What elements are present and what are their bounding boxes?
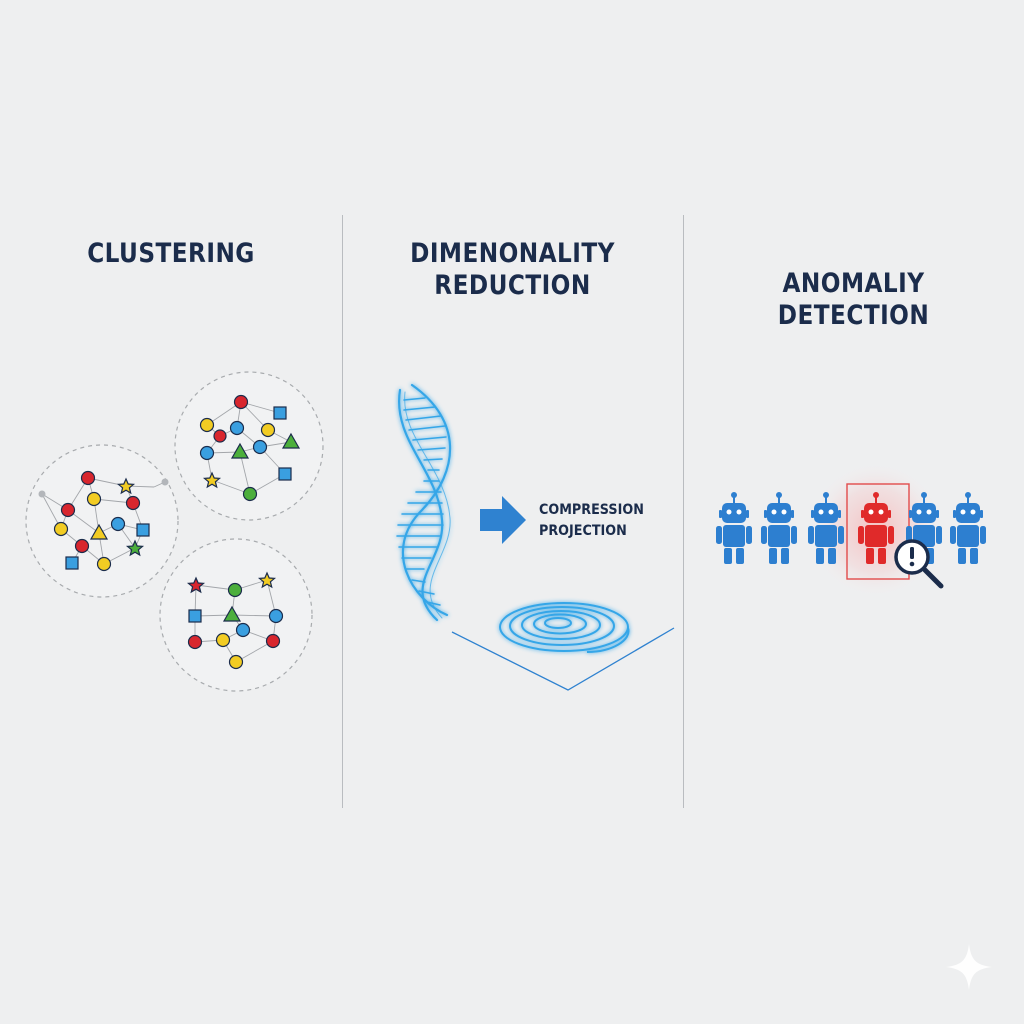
anomaly-title-line1: ANOMALIY	[782, 268, 925, 299]
caption-line1: COMPRESSION	[539, 502, 644, 518]
divider-left	[342, 215, 343, 808]
dna-helix-icon	[396, 383, 452, 622]
robot-icon-1	[715, 491, 753, 565]
anomaly-title-line2: DETECTION	[777, 300, 930, 331]
magnifier-alert-icon	[894, 539, 944, 589]
dimensionality-title: DIMENONALITY REDUCTION	[366, 238, 659, 302]
anomaly-panel: ANOMALIY DETECTION	[683, 0, 1024, 1024]
anomaly-diagram	[715, 460, 987, 600]
dimensionality-panel: DIMENONALITY REDUCTION	[342, 0, 683, 1024]
clustering-title: CLUSTERING	[87, 238, 255, 269]
arrow-right-icon	[480, 496, 526, 544]
compression-caption: COMPRESSION PROJECTION	[539, 500, 644, 542]
divider-right	[683, 215, 684, 808]
projection-plane	[451, 627, 675, 691]
dimensionality-diagram	[396, 383, 675, 691]
dimensionality-title-line1: DIMENONALITY	[410, 238, 615, 269]
dimensionality-title-line2: REDUCTION	[434, 270, 591, 301]
robot-icon-6	[949, 491, 987, 565]
cluster-boundary-left	[25, 444, 179, 598]
caption-line2: PROJECTION	[539, 523, 627, 539]
spiral-icon	[499, 602, 630, 653]
sparkle-icon	[946, 944, 992, 990]
clustering-diagram	[25, 371, 324, 692]
anomaly-title: ANOMALIY DETECTION	[707, 268, 1000, 332]
cluster-nodes	[53, 394, 301, 670]
clustering-panel: CLUSTERING	[0, 0, 342, 1024]
robot-icon-2	[760, 491, 798, 565]
